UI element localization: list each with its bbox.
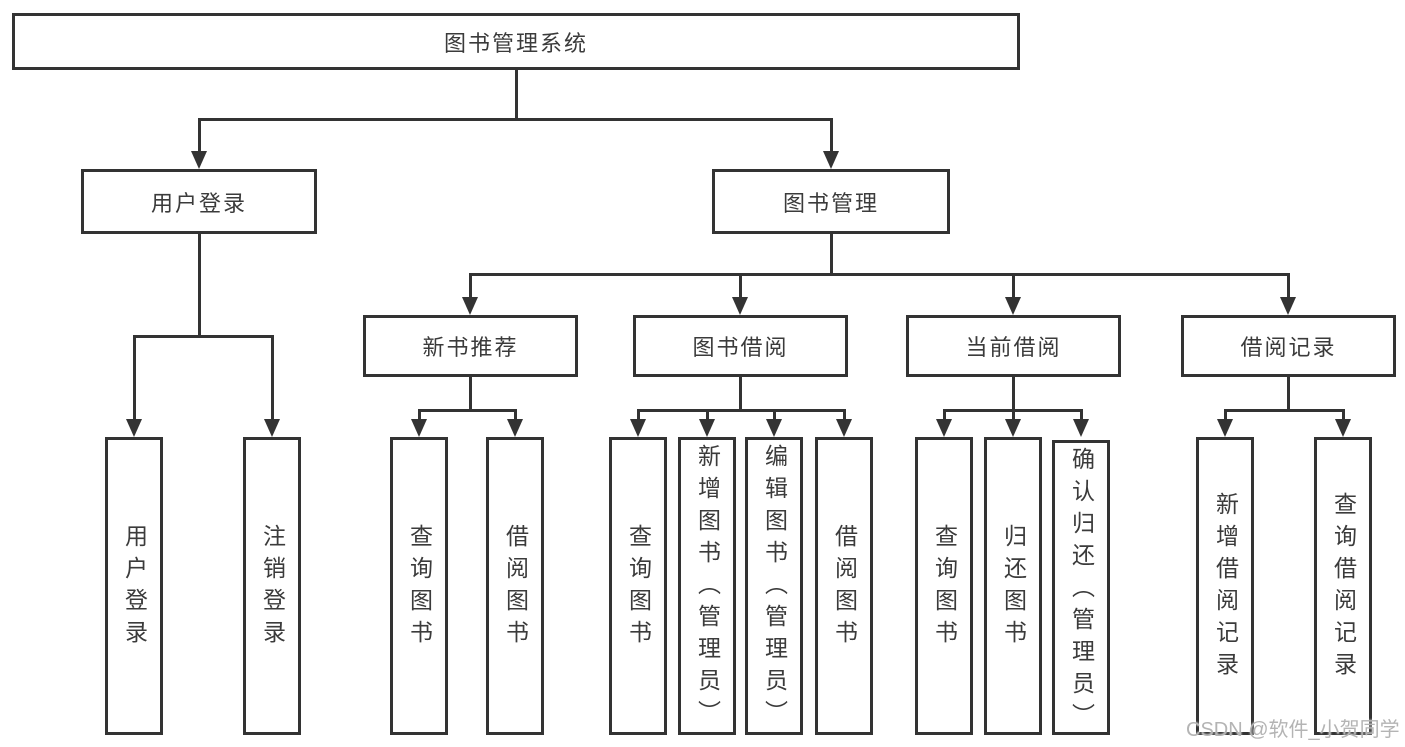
connector-drop (1224, 409, 1227, 421)
leaf-bb-edit-books-admin: 编辑图书（管理员） (745, 437, 803, 735)
leaf-cb-return-books: 归还图书 (984, 437, 1042, 735)
connector-nbr-bar (418, 409, 517, 412)
leaf-nbr-query-books: 查询图书 (390, 437, 448, 735)
arrow-down-icon (766, 419, 782, 437)
connector-drop-book-borrow (739, 273, 742, 299)
connector-drop-borrow-records (1287, 273, 1290, 299)
node-book-management: 图书管理 (712, 169, 950, 234)
leaf-br-query-record: 查询借阅记录 (1314, 437, 1372, 735)
node-current-borrow: 当前借阅 (906, 315, 1121, 377)
connector-book-mgmt-bar (469, 273, 1290, 276)
arrow-down-icon (1280, 297, 1296, 315)
connector-drop (1080, 409, 1083, 421)
connector-nbr-stem (469, 377, 472, 409)
arrow-down-icon (462, 297, 478, 315)
arrow-down-icon (630, 419, 646, 437)
leaf-user-login: 用户登录 (105, 437, 163, 735)
connector-drop-user-login (198, 118, 201, 154)
node-book-borrow: 图书借阅 (633, 315, 848, 377)
leaf-cb-query-books: 查询图书 (915, 437, 973, 735)
node-borrow-records: 借阅记录 (1181, 315, 1396, 377)
arrow-down-icon (1217, 419, 1233, 437)
arrow-down-icon (1073, 419, 1089, 437)
leaf-logout: 注销登录 (243, 437, 301, 735)
connector-drop (843, 409, 846, 421)
connector-user-login-bar (133, 335, 274, 338)
connector-drop (773, 409, 776, 421)
connector-drop (1342, 409, 1345, 421)
arrow-down-icon (936, 419, 952, 437)
connector-book-mgmt-stem (830, 234, 833, 273)
arrow-down-icon (836, 419, 852, 437)
arrow-down-icon (507, 419, 523, 437)
connector-borrow-stem (739, 377, 742, 409)
leaf-cb-confirm-return-admin: 确认归还（管理员） (1052, 440, 1110, 735)
arrow-down-icon (191, 151, 207, 169)
connector-drop (637, 409, 640, 421)
arrow-down-icon (1005, 419, 1021, 437)
arrow-down-icon (1005, 297, 1021, 315)
csdn-watermark: CSDN @软件_小贺同学 (1186, 719, 1400, 741)
arrow-down-icon (1335, 419, 1351, 437)
arrow-down-icon (264, 419, 280, 437)
arrow-down-icon (699, 419, 715, 437)
connector-records-bar (1224, 409, 1344, 412)
leaf-br-add-record: 新增借阅记录 (1196, 437, 1254, 735)
connector-drop-current-borrow (1012, 273, 1015, 299)
leaf-bb-add-books-admin: 新增图书（管理员） (678, 437, 736, 735)
connector-drop (706, 409, 709, 421)
connector-drop-book-management (830, 118, 833, 154)
connector-drop (1012, 409, 1015, 421)
node-user-login: 用户登录 (81, 169, 317, 234)
leaf-nbr-borrow-books: 借阅图书 (486, 437, 544, 735)
arrow-down-icon (411, 419, 427, 437)
arrow-down-icon (823, 151, 839, 169)
leaf-bb-borrow-books: 借阅图书 (815, 437, 873, 735)
node-new-book-recommend: 新书推荐 (363, 315, 578, 377)
connector-user-login-stem (198, 234, 201, 335)
connector-drop-login-leaf (133, 335, 136, 420)
connector-drop (418, 409, 421, 421)
arrow-down-icon (732, 297, 748, 315)
arrow-down-icon (126, 419, 142, 437)
leaf-bb-query-books: 查询图书 (609, 437, 667, 735)
connector-borrow-bar (637, 409, 846, 412)
connector-current-stem (1012, 377, 1015, 409)
connector-drop (514, 409, 517, 421)
node-library-management-system: 图书管理系统 (12, 13, 1020, 70)
connector-root-stem (515, 70, 518, 118)
connector-root-bar (198, 118, 832, 121)
connector-drop-new-book (469, 273, 472, 299)
connector-drop-logout-leaf (271, 335, 274, 420)
connector-drop (943, 409, 946, 421)
connector-records-stem (1287, 377, 1290, 409)
